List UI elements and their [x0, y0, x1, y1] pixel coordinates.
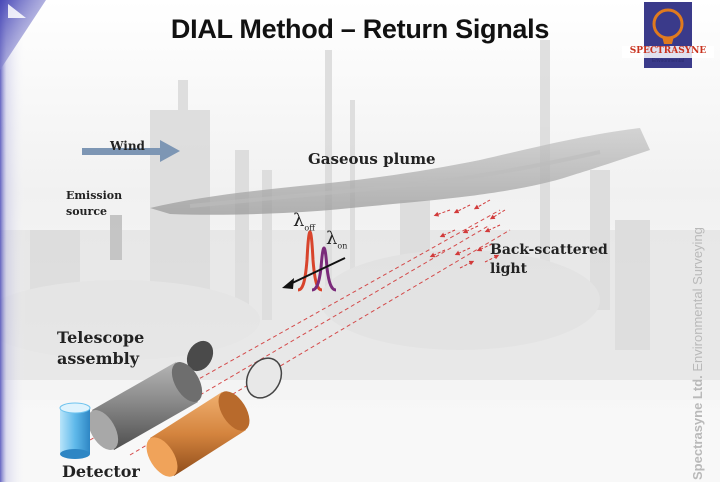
logo-tagline: Environmental	[652, 58, 684, 64]
backscatter-label-line1: Back-scattered	[490, 242, 608, 258]
wind-arrow-icon	[82, 140, 180, 162]
emission-label-line1: Emission	[66, 189, 123, 202]
spectral-peaks	[282, 230, 346, 292]
sidebar-branding: Spectrasyne Ltd. Environmental Surveying	[690, 227, 705, 480]
sidebar-company: Spectrasyne Ltd.	[690, 375, 705, 480]
telescope-label-line1: Telescope	[57, 328, 145, 347]
gaseous-plume-shape	[150, 128, 650, 215]
plume-label: Gaseous plume	[308, 150, 436, 168]
backscatter-label-line2: light	[490, 261, 528, 277]
telescope-tube	[87, 362, 203, 450]
wind-label: Wind	[110, 139, 145, 153]
spectrasyne-logo: SPECTRASYNE Environmental	[622, 2, 714, 70]
lambda-off-subscript: off	[304, 223, 315, 233]
emission-label-line2: source	[66, 205, 108, 218]
lambda-on-subscript: on	[337, 241, 348, 251]
lambda-on-symbol: λon	[326, 228, 348, 251]
left-edge-accent	[0, 0, 26, 482]
lens-disc	[245, 357, 283, 399]
lambda-off-symbol: λoff	[293, 210, 315, 233]
logo-emblem-icon	[622, 2, 714, 68]
corner-triangle-icon	[8, 4, 26, 18]
laser-tube	[146, 391, 250, 477]
detector-label: Detector	[62, 462, 140, 481]
refinery-silhouette	[0, 40, 720, 400]
page-title: DIAL Method – Return Signals	[170, 14, 550, 44]
telescope-cap	[186, 340, 214, 372]
sidebar-tagline: Environmental Surveying	[690, 227, 705, 372]
telescope-label-line2: assembly	[57, 349, 140, 368]
backscatter-arrows	[429, 199, 506, 269]
arrow-left-icon	[282, 278, 294, 289]
logo-name: SPECTRASYNE	[629, 46, 707, 56]
detector-icon	[59, 402, 91, 459]
